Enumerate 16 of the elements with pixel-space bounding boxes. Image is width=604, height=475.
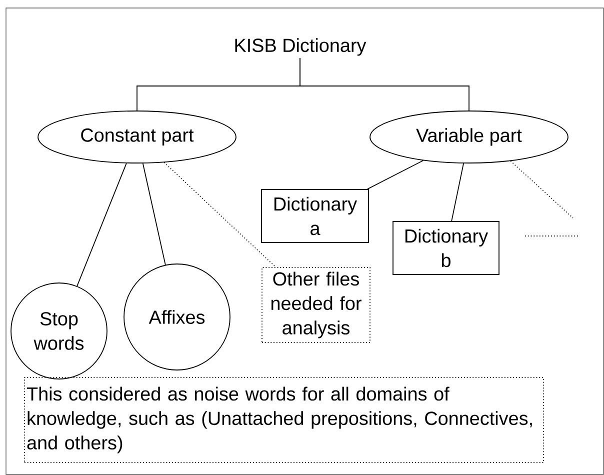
dotted-line <box>164 162 276 268</box>
title-text: KISB Dictionary <box>235 38 366 56</box>
connector-line <box>300 58 470 111</box>
ellipse-node: Constant part <box>38 110 236 164</box>
circle-node: Affixes <box>124 264 230 370</box>
circle-node: Stop words <box>10 282 108 380</box>
connector-line <box>451 162 464 222</box>
dictionary-box: Dictionary b <box>392 221 500 275</box>
dotted-line <box>510 160 574 218</box>
connector-line <box>142 162 166 266</box>
connector-line <box>367 160 424 190</box>
ellipse-node: Variable part <box>370 110 568 164</box>
note-box: This considered as noise words for all domains of knowledge, such as (Unattached prepositions, Connectives, and others) <box>24 377 544 463</box>
connector-line <box>76 162 127 286</box>
dotted-box: Other files needed for analysis <box>262 267 370 343</box>
dictionary-box: Dictionary a <box>261 189 369 243</box>
